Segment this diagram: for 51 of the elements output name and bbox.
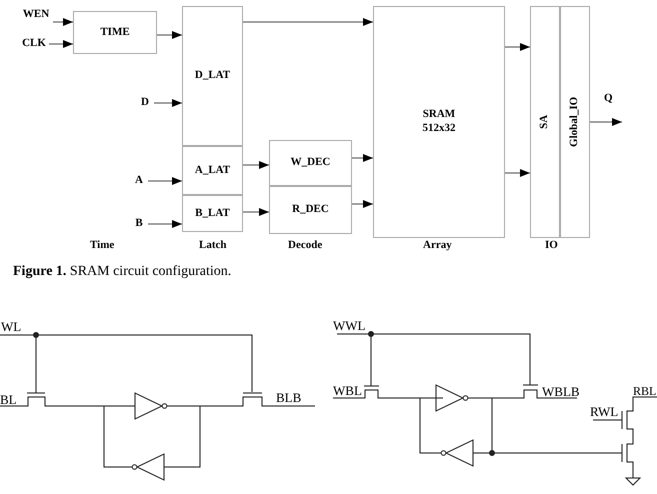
column-label: IO xyxy=(545,240,558,251)
signal-label: WWL xyxy=(333,319,366,332)
block-label: A xyxy=(135,174,143,188)
arrow xyxy=(590,118,622,126)
block-label: A_LAT xyxy=(194,164,230,178)
signal-label: WBL xyxy=(333,384,362,397)
arrow xyxy=(148,220,182,228)
arrow xyxy=(48,40,74,48)
block-box xyxy=(73,11,157,54)
block-label: CLK xyxy=(22,37,46,51)
column-label: Time xyxy=(90,240,114,251)
block-label: R_DEC xyxy=(292,203,329,217)
block-label: B xyxy=(135,217,143,231)
signal-label: WL xyxy=(1,320,22,333)
block-label: D_LAT xyxy=(194,69,230,83)
column-label: Decode xyxy=(288,240,322,251)
arrow xyxy=(242,161,270,169)
arrow xyxy=(504,43,530,51)
arrow xyxy=(242,208,270,216)
block-box xyxy=(182,6,243,146)
arrow xyxy=(52,18,74,26)
signal-label: BL xyxy=(0,393,17,406)
arrow xyxy=(148,177,182,185)
block-box xyxy=(530,6,560,238)
signal-label: RBL xyxy=(633,385,656,397)
block-label: SRAM 512x32 xyxy=(422,108,456,136)
block-label: W_DEC xyxy=(290,156,330,170)
signal-label: Q xyxy=(604,93,613,104)
arrow xyxy=(242,18,374,26)
block-box xyxy=(182,146,243,195)
block-box xyxy=(269,186,352,234)
block-label: B_LAT xyxy=(195,206,230,220)
arrow xyxy=(352,154,374,162)
arrow xyxy=(156,31,182,39)
arrow xyxy=(504,169,530,177)
block-box xyxy=(182,195,243,232)
block-box xyxy=(560,6,590,238)
block-label: WEN xyxy=(22,8,50,22)
arrow xyxy=(154,99,182,107)
block-label: SA xyxy=(538,114,552,130)
block-box xyxy=(269,140,352,186)
signal-label: WBLB xyxy=(542,385,580,398)
signal-label: RWL xyxy=(590,405,618,418)
block-box xyxy=(373,6,505,238)
block-label: D xyxy=(141,96,149,110)
figure-caption: Figure 1. SRAM circuit configuration. xyxy=(13,263,232,281)
column-label: Latch xyxy=(199,240,226,251)
signal-label: BLB xyxy=(276,391,302,404)
block-label: TIME xyxy=(100,26,130,40)
block-label: Global_IO xyxy=(568,96,582,148)
arrow xyxy=(352,200,374,208)
